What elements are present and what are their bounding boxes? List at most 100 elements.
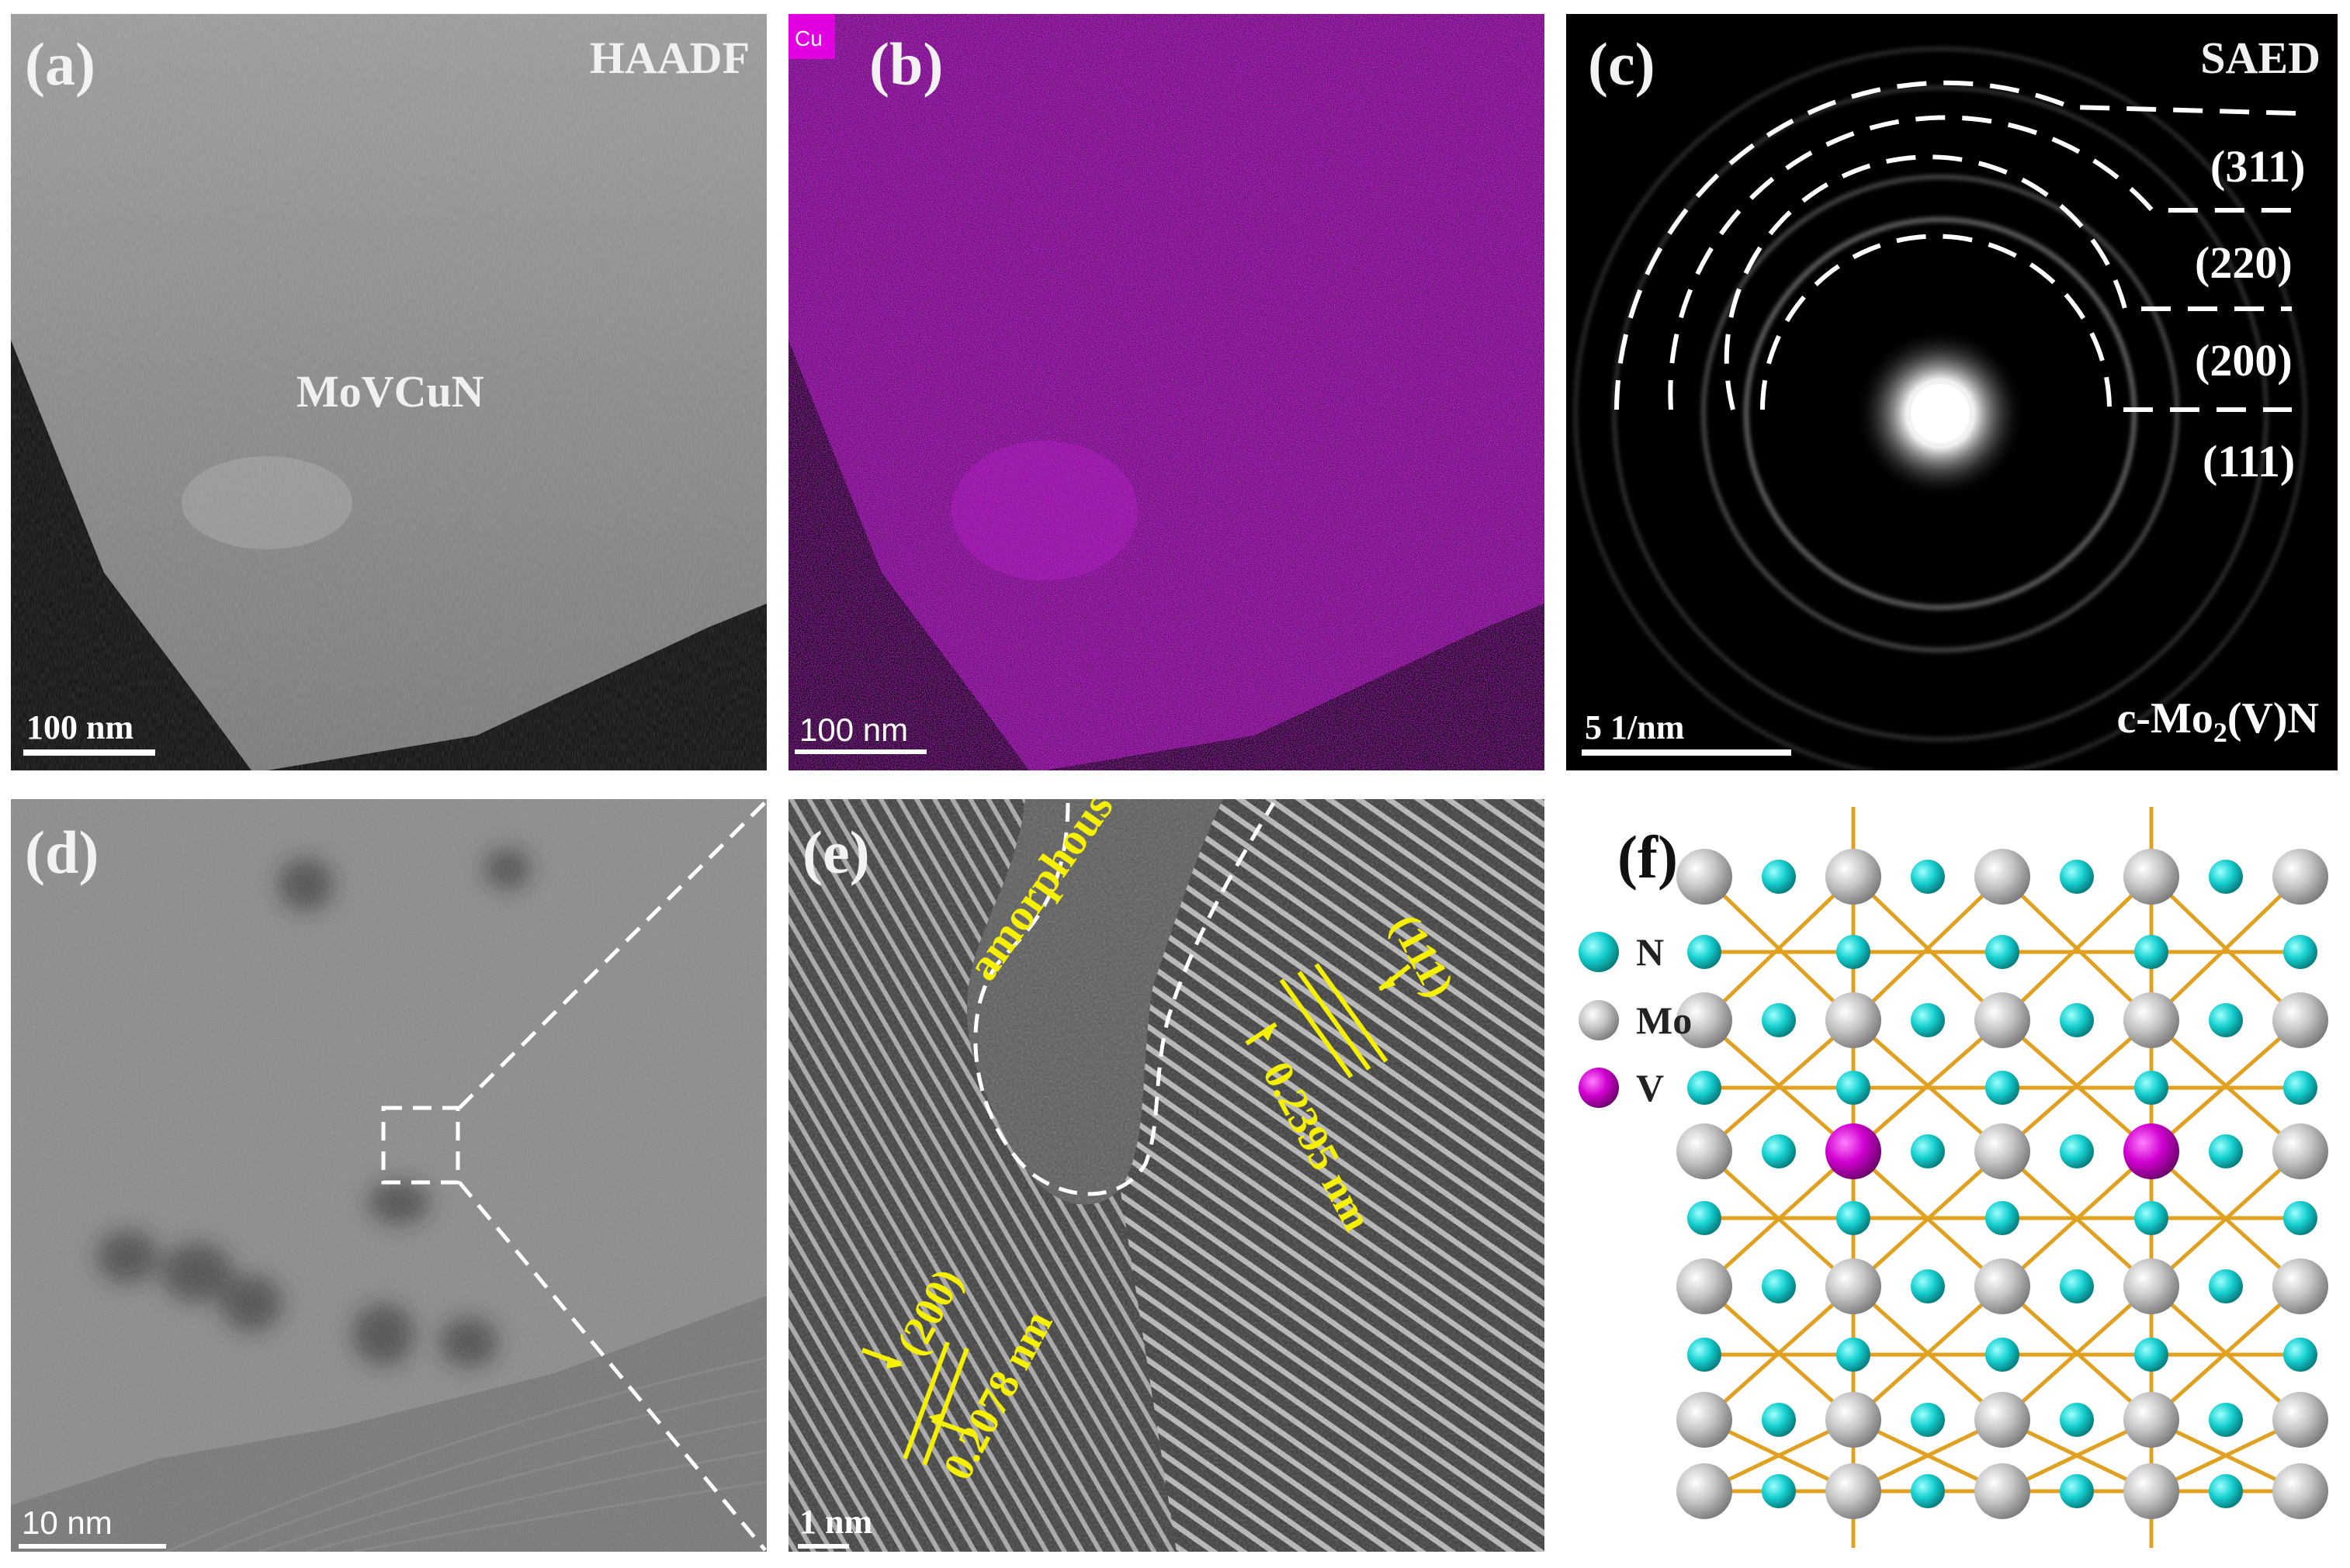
- mo-atom: [1825, 1258, 1881, 1314]
- cu-element-badge: [789, 14, 835, 59]
- crystal-lattice-diagram: [1579, 807, 2328, 1548]
- ring-label-311: (311): [2210, 141, 2306, 192]
- mo-atom: [1676, 992, 1732, 1048]
- n-atom: [2060, 860, 2094, 894]
- material-label: MoVCuN: [296, 366, 484, 417]
- scale-bar: [23, 749, 155, 756]
- scale-bar-label: 100 nm: [26, 708, 134, 746]
- n-atom: [1985, 1338, 2019, 1372]
- phase-subscript: 2: [2213, 717, 2227, 749]
- mo-atom: [2272, 1123, 2328, 1179]
- legend-n-label: N: [1636, 930, 1665, 974]
- lattice-bond: [2150, 1285, 2302, 1421]
- n-atom: [1836, 1201, 1870, 1235]
- n-atom: [2060, 1474, 2094, 1508]
- scale-bar: [798, 1544, 849, 1549]
- mo-atom: [1825, 1463, 1881, 1519]
- scale-bar-label: 5 1/nm: [1585, 708, 1685, 746]
- legend-mo-label: Mo: [1636, 999, 1693, 1042]
- n-atom: [1911, 1403, 1945, 1437]
- panel-e-hrtem: (e) amorphous (111) 0.2395 nm (200) 0.20…: [789, 799, 1544, 1552]
- panel-c-saed: (c) SAED (311) (220) (200) (111) 5 1/nm …: [1566, 14, 2338, 770]
- tem-micrograph: [11, 799, 767, 1552]
- scale-bar: [1582, 749, 1791, 756]
- mo-atom: [1974, 1123, 2030, 1179]
- n-atom: [1687, 1338, 1721, 1372]
- panel-label-c: (c): [1588, 30, 1655, 98]
- n-atom: [1762, 1474, 1796, 1508]
- v-atom: [2123, 1123, 2179, 1179]
- mo-atom: [1974, 1392, 2030, 1448]
- n-atom: [1911, 1003, 1945, 1037]
- ring-label-200: (200): [2195, 335, 2293, 386]
- mo-atom: [1974, 849, 2030, 905]
- n-atom: [1836, 935, 1870, 969]
- n-atom: [1836, 1338, 1870, 1372]
- n-atom: [2209, 1003, 2243, 1037]
- cu-element-label: Cu: [795, 26, 823, 50]
- saed-mode-label: SAED: [2200, 33, 2321, 83]
- mo-atom: [1825, 1392, 1881, 1448]
- n-atom: [1762, 1003, 1796, 1037]
- mo-atom: [2123, 849, 2179, 905]
- mo-atom: [1676, 1123, 1732, 1179]
- phase-label: c-Mo2(V)N: [2116, 697, 2319, 746]
- phase-suffix: (V)N: [2227, 694, 2319, 742]
- n-atom: [1985, 935, 2019, 969]
- lattice-bond: [1852, 1150, 2004, 1288]
- mo-atom: [1974, 1463, 2030, 1519]
- legend-n-atom: [1579, 932, 1619, 972]
- lattice-bond: [1852, 1019, 2004, 1153]
- v-atom: [1825, 1123, 1881, 1179]
- panel-label-b: (b): [869, 30, 944, 98]
- n-atom: [1985, 1071, 2019, 1105]
- n-atom: [2283, 1338, 2317, 1372]
- n-atom: [1911, 1134, 1945, 1168]
- scale-bar: [795, 749, 927, 754]
- saed-pattern: [1574, 47, 2307, 770]
- lattice-bond: [1703, 1019, 1855, 1153]
- lattice-bond: [1852, 875, 2004, 1022]
- n-atom: [1836, 1071, 1870, 1105]
- legend-mo-atom: [1579, 1000, 1619, 1040]
- panel-label-a: (a): [25, 30, 95, 98]
- panel-label-d: (d): [25, 819, 99, 886]
- mo-atom: [1825, 849, 1881, 905]
- mo-atom: [1676, 1392, 1732, 1448]
- mo-atom: [1974, 992, 2030, 1048]
- n-atom: [1911, 860, 1945, 894]
- n-atom: [2209, 860, 2243, 894]
- legend-v-label: V: [1636, 1066, 1665, 1109]
- n-atom: [2283, 1071, 2317, 1105]
- haadf-micrograph: [11, 14, 767, 770]
- n-atom: [2060, 1403, 2094, 1437]
- n-atom: [1687, 935, 1721, 969]
- lattice-bond: [1703, 875, 1855, 1022]
- mo-atom: [2272, 849, 2328, 905]
- mo-atom: [1974, 1258, 2030, 1314]
- lattice-bond: [1703, 1285, 1855, 1421]
- n-atom: [1985, 1201, 2019, 1235]
- cu-elemental-map: [789, 14, 1544, 770]
- lattice-atoms: [1676, 849, 2328, 1519]
- lattice-bond: [2150, 1019, 2302, 1153]
- phase-prefix: c-Mo: [2116, 694, 2213, 742]
- mo-atom: [1825, 992, 1881, 1048]
- legend-v-atom: [1579, 1068, 1619, 1108]
- n-atom: [2283, 935, 2317, 969]
- n-atom: [1911, 1269, 1945, 1303]
- panel-d-tem: (d) 10 nm: [11, 799, 767, 1552]
- lattice-bond: [2150, 1150, 2302, 1288]
- mo-atom: [1676, 849, 1732, 905]
- hrtem-micrograph: [789, 799, 1544, 1552]
- lattice-bond: [2001, 1150, 2153, 1288]
- panel-f-crystal-structure: (f) N Mo V: [1566, 799, 2338, 1552]
- lattice-bond: [2001, 875, 2153, 1022]
- mo-atom: [2123, 1258, 2179, 1314]
- n-atom: [2134, 935, 2168, 969]
- lattice-bond: [2001, 1285, 2153, 1421]
- n-atom: [2209, 1269, 2243, 1303]
- ring-label-111: (111): [2203, 436, 2296, 486]
- scale-bar-label: 10 nm: [22, 1504, 113, 1541]
- n-atom: [2134, 1201, 2168, 1235]
